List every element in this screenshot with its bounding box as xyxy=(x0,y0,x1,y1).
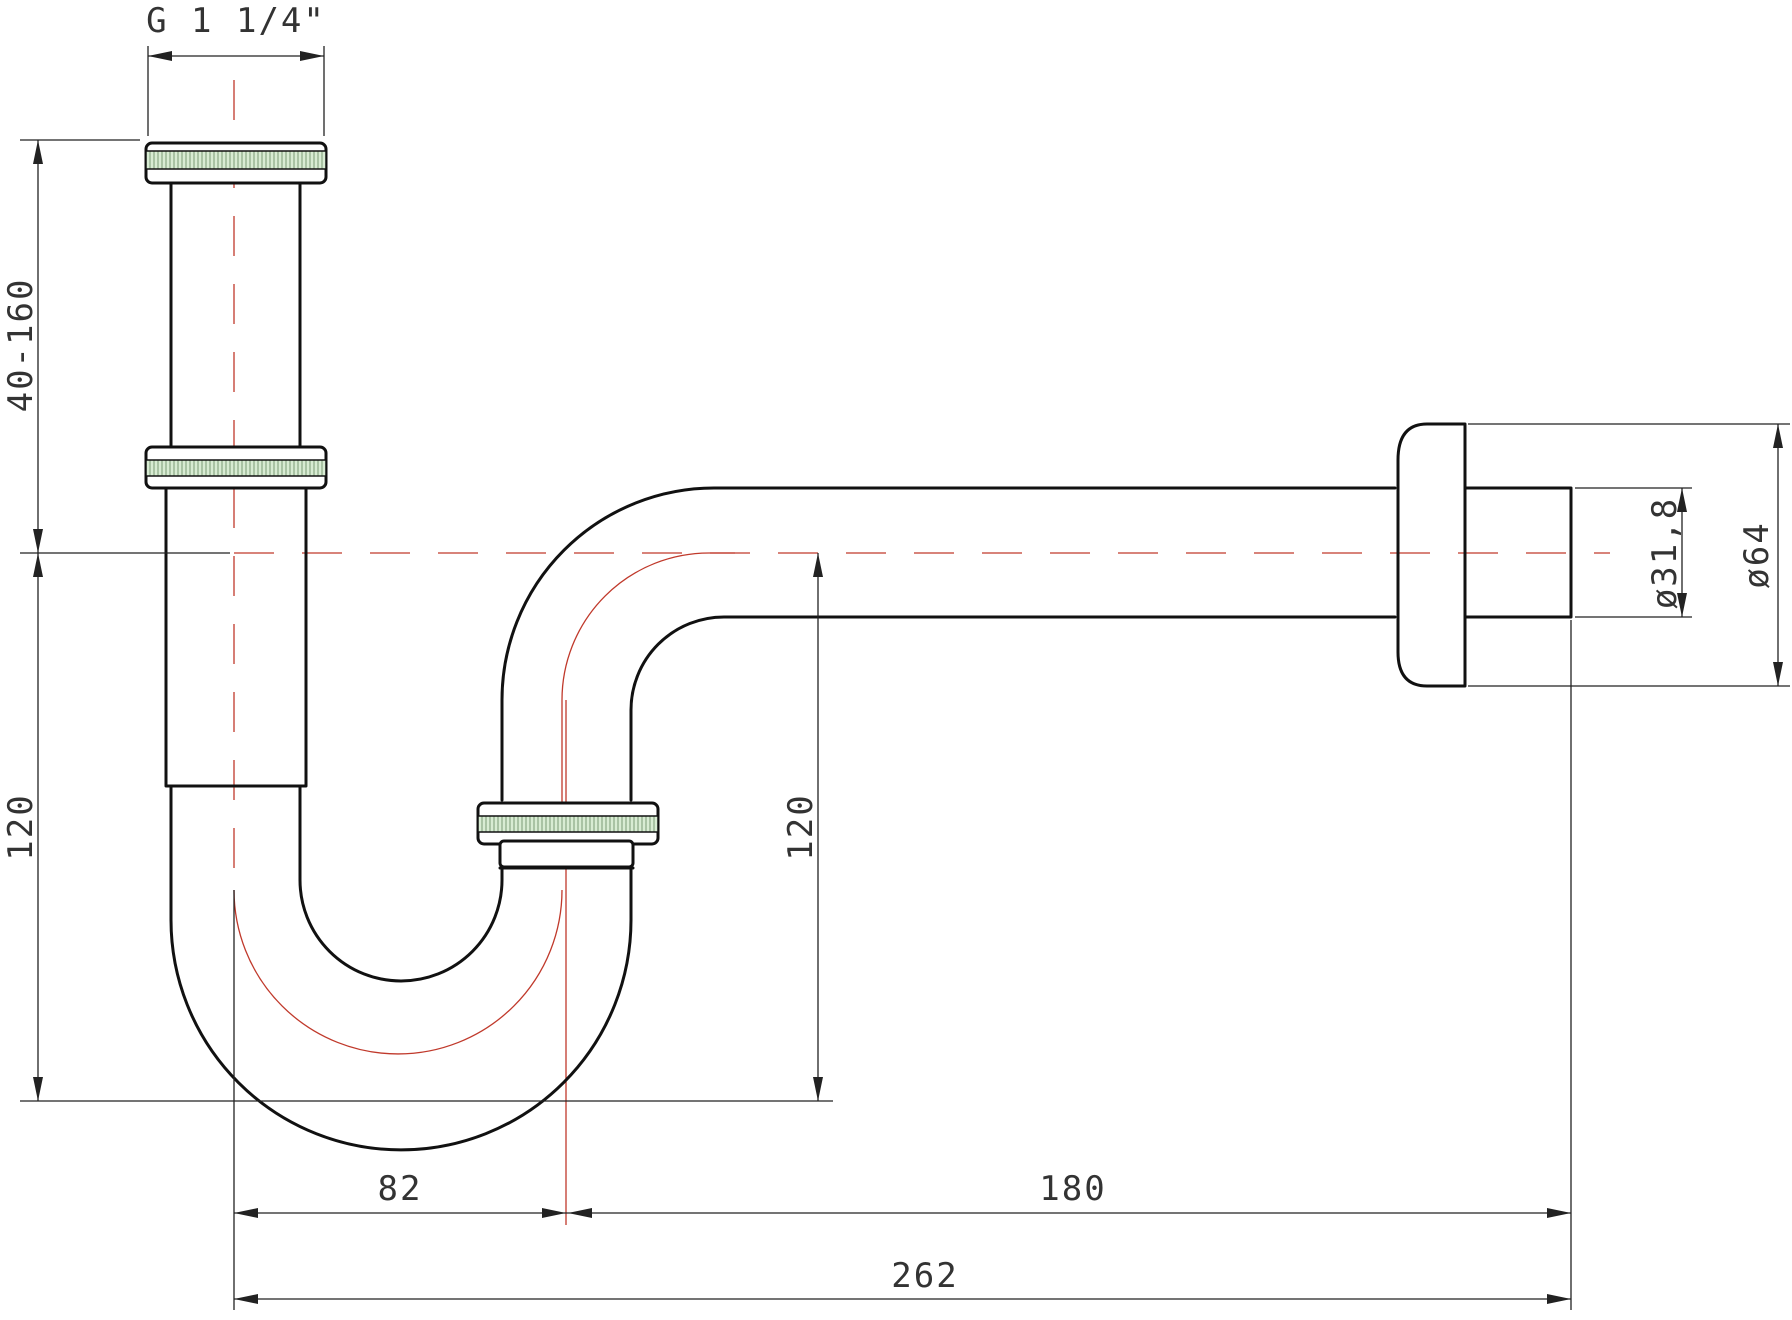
nut-top xyxy=(144,141,328,185)
outlet-diameter-label: ø31,8 xyxy=(1645,497,1685,609)
offset-horizontal-label: 82 xyxy=(378,1169,423,1209)
trap-bend-centerline xyxy=(233,889,563,1055)
dimension-height-adjust: 40-160 xyxy=(1,139,230,554)
dimension-height-trap: 120 xyxy=(1,553,833,1102)
thread-label: G 1 1/4" xyxy=(146,1,326,41)
seal-band-trap xyxy=(477,815,659,833)
siphon-outline xyxy=(164,178,1573,1152)
outlet-bend-inner xyxy=(629,615,1397,802)
seal-band-top xyxy=(145,150,327,170)
u-trap-outer xyxy=(169,784,633,1152)
outlet-bend-centerline xyxy=(561,552,735,840)
centerlines xyxy=(233,80,1610,1225)
u-trap-inner xyxy=(298,784,504,983)
outlet-stub xyxy=(1463,486,1573,619)
height-trap-label: 120 xyxy=(1,793,41,860)
wall-rosette xyxy=(1396,422,1467,688)
rosette-diameter-label: ø64 xyxy=(1737,521,1777,588)
nut-trap xyxy=(476,801,660,869)
height-outlet-label: 120 xyxy=(781,793,821,860)
nut-middle xyxy=(144,445,328,490)
outlet-bend-outer xyxy=(500,486,1397,802)
total-length-label: 262 xyxy=(891,1256,958,1296)
dimension-outlet-diameter: ø31,8 xyxy=(1575,487,1692,618)
seal-band-middle xyxy=(145,459,327,477)
dimension-rosette-diameter: ø64 xyxy=(1468,423,1790,687)
dimension-height-outlet: 120 xyxy=(781,553,823,1101)
inlet-lower-sleeve xyxy=(164,486,308,788)
height-adjust-label: 40-160 xyxy=(1,278,41,413)
outlet-length-label: 180 xyxy=(1039,1169,1106,1209)
dimension-horizontal: 82 180 262 xyxy=(233,620,1572,1310)
dimension-thread: G 1 1/4" xyxy=(146,1,326,136)
